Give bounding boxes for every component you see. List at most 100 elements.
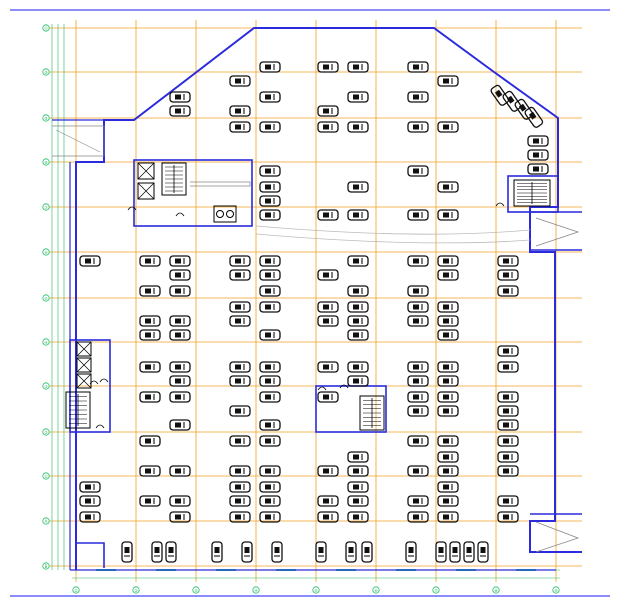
car-icon [79, 495, 101, 507]
car-icon [437, 75, 459, 87]
car-icon [497, 435, 519, 447]
car-icon [139, 391, 161, 403]
grid-bubble: ⑤ [312, 586, 320, 594]
toilet-icon [216, 210, 224, 218]
grid-bubble: ② [42, 428, 50, 436]
car-icon [407, 301, 429, 313]
car-icon [259, 511, 281, 523]
car-icon [497, 419, 519, 431]
car-icon [407, 361, 429, 373]
car-icon [169, 269, 191, 281]
car-icon [407, 61, 429, 73]
elevator-icon [137, 162, 155, 180]
car-icon [497, 345, 519, 357]
car-icon [437, 329, 459, 341]
car-icon [527, 149, 549, 161]
car-icon [169, 255, 191, 267]
door-swing [495, 202, 505, 207]
grid-bubble-label: ⑧ [494, 588, 498, 593]
car-icon [259, 329, 281, 341]
car-icon [229, 511, 251, 523]
car-icon [347, 329, 369, 341]
grid-bubble-label: A [45, 519, 48, 524]
car-icon [229, 361, 251, 373]
car-icon [497, 269, 519, 281]
car-icon [407, 435, 429, 447]
car-icon [407, 209, 429, 221]
car-icon [347, 61, 369, 73]
car-icon [169, 105, 191, 117]
ramps [52, 125, 582, 553]
car-icon [437, 181, 459, 193]
toilet-icon [213, 205, 237, 223]
car-icon [407, 511, 429, 523]
car-icon [407, 391, 429, 403]
door-swing [175, 212, 185, 217]
grid-bubble: ④ [42, 338, 50, 346]
toilet-icon [226, 210, 234, 218]
car-icon [437, 405, 459, 417]
car-icon [139, 329, 161, 341]
car-icon [169, 375, 191, 387]
car-icon [524, 106, 544, 128]
car-icon [317, 209, 339, 221]
car-icon [347, 121, 369, 133]
car-icon [463, 541, 475, 563]
car-icon [527, 135, 549, 147]
car-icon [347, 361, 369, 373]
car-icon [347, 315, 369, 327]
car-icon [497, 451, 519, 463]
car-icon [317, 269, 339, 281]
car-icon [317, 511, 339, 523]
grid-bubble: ⑩ [42, 68, 50, 76]
ramp-icon [190, 181, 251, 187]
grid-bubble-label: ⑩ [44, 70, 48, 75]
car-icon [211, 541, 223, 563]
grid-bubble-label: ⑨ [554, 588, 558, 593]
car-icon [407, 285, 429, 297]
car-icon [259, 285, 281, 297]
car-icon [347, 511, 369, 523]
grid-bubble: ⑤ [42, 294, 50, 302]
car-icon [169, 91, 191, 103]
car-icon [79, 481, 101, 493]
ramp-icon [255, 211, 582, 251]
grid-bubble: ⑦ [42, 203, 50, 211]
grid-bubble-label: ① [74, 588, 78, 593]
car-icon [347, 375, 369, 387]
car-icon [259, 61, 281, 73]
core-rooms [65, 162, 551, 431]
car-icon [407, 495, 429, 507]
stair-icon [513, 179, 551, 207]
stair-icon [359, 395, 385, 431]
grid-bubble: ⑦ [432, 586, 440, 594]
car-icon [435, 541, 447, 563]
car-icon [139, 435, 161, 447]
car-icon [169, 511, 191, 523]
car-icon [259, 495, 281, 507]
grid-bubble: ① [42, 472, 50, 480]
door-swing [95, 424, 105, 429]
door-swing [99, 378, 109, 383]
car-icon [497, 391, 519, 403]
car-icon [527, 163, 549, 175]
car-icon [407, 375, 429, 387]
corner-wall [76, 542, 105, 568]
grid-bubble-label: ⑦ [44, 205, 48, 210]
car-icon [139, 495, 161, 507]
car-icon [437, 255, 459, 267]
car-icon [407, 255, 429, 267]
car-icon [407, 91, 429, 103]
grid-bubble: ④ [252, 586, 260, 594]
car-icon [345, 541, 357, 563]
car-icon [347, 451, 369, 463]
car-icon [347, 209, 369, 221]
grid-bubble: B [42, 562, 50, 570]
car-icon [169, 315, 191, 327]
car-icon [229, 269, 251, 281]
elevator-icon [76, 373, 92, 389]
car-icon [437, 481, 459, 493]
car-icon [259, 375, 281, 387]
